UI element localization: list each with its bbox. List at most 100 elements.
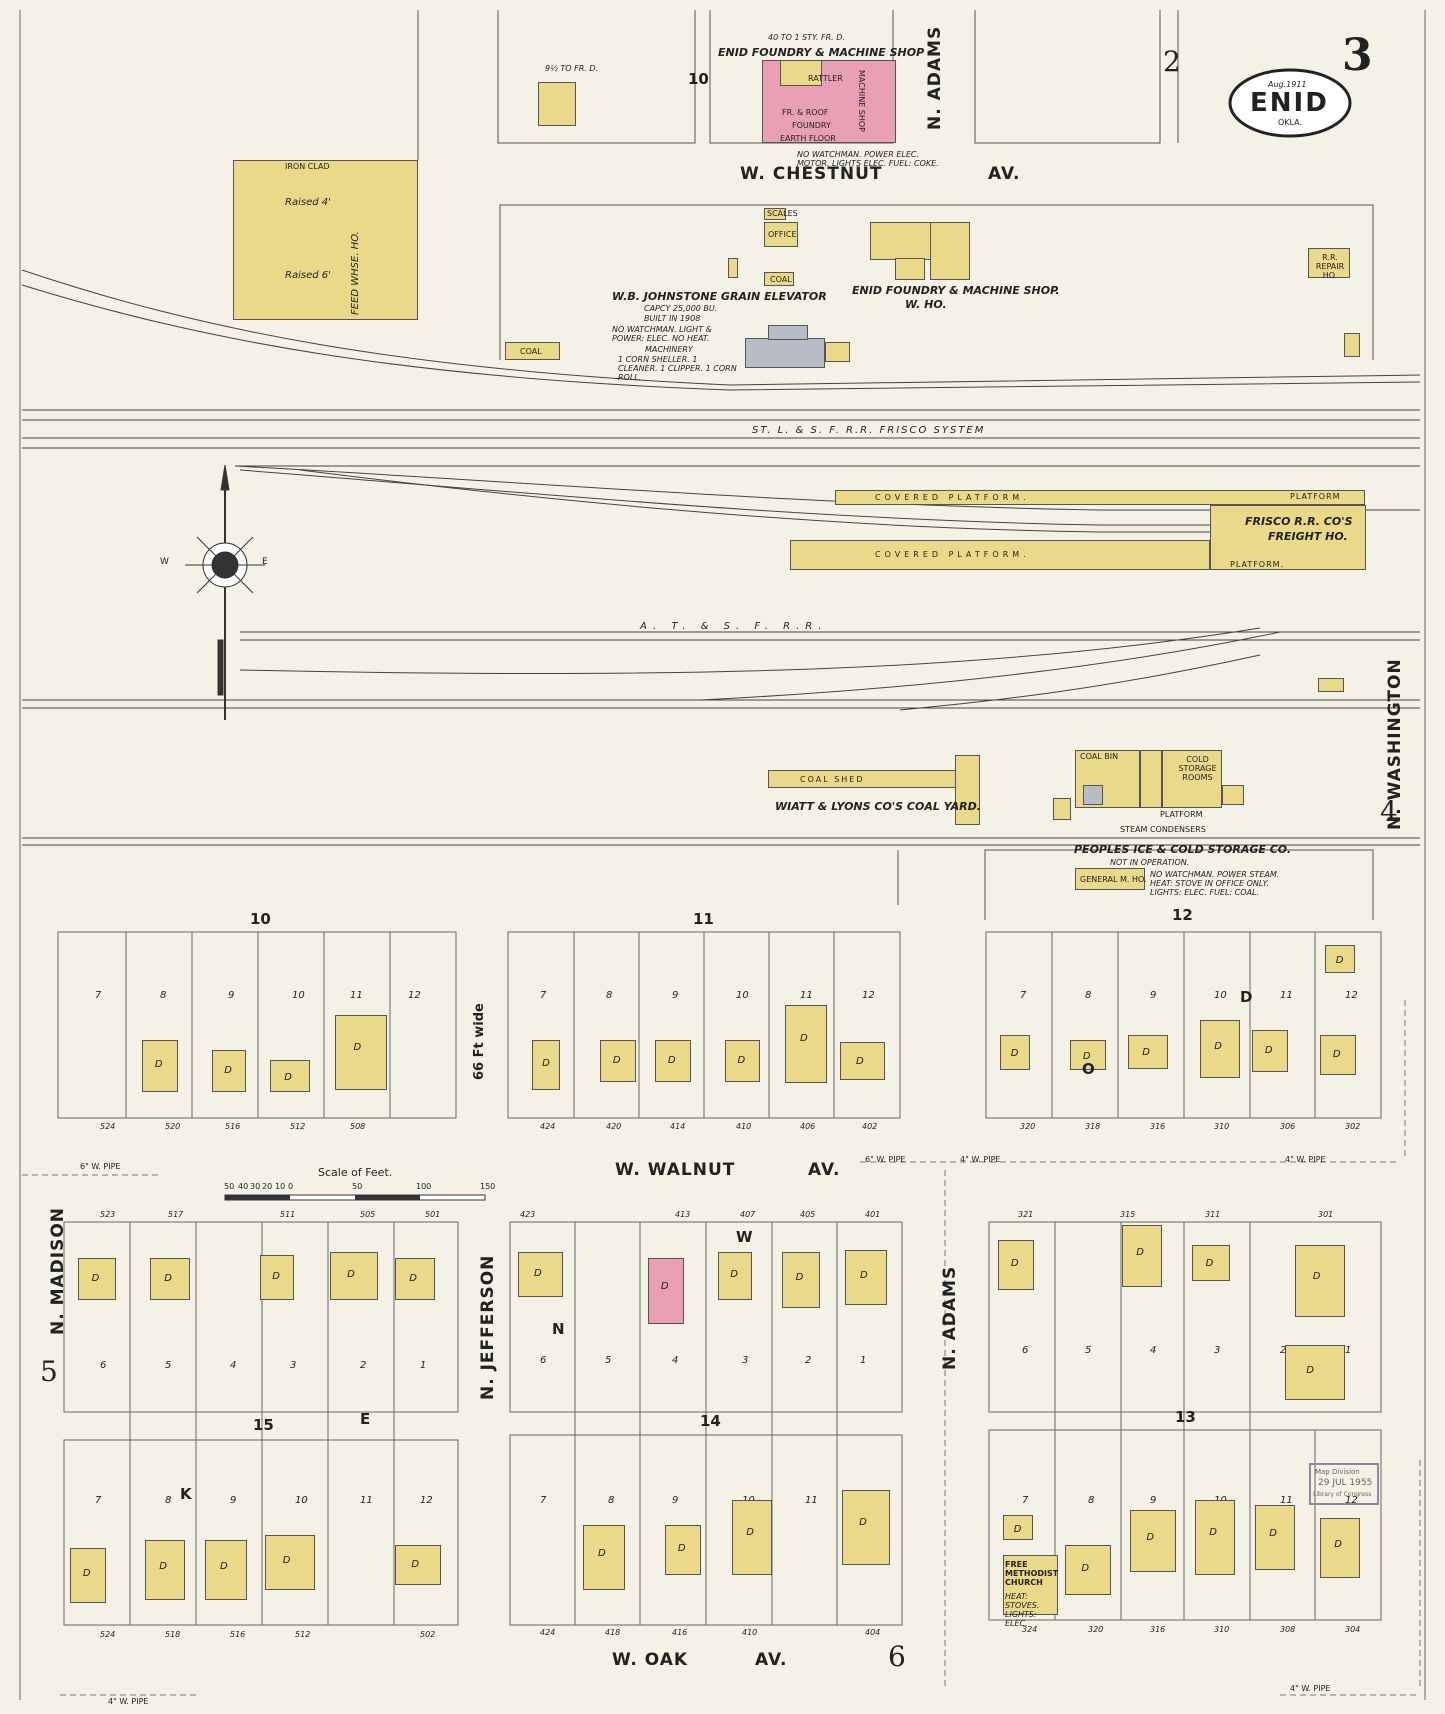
condensers-label: STEAM CONDENSERS [1120,825,1206,834]
dwelling: D [1195,1500,1235,1575]
lot-number: 1 [1345,1345,1352,1356]
dwelling-letter: D [224,1065,232,1076]
foundry-floor: EARTH FLOOR [780,134,836,143]
lot-number: 8 [165,1495,172,1506]
lot-number: 12 [862,990,875,1001]
dwelling-letter: D [82,1567,91,1579]
lot-number: 11 [805,1495,818,1506]
foundry-room: FOUNDRY [792,121,831,130]
foundry-warehouse-b [895,258,925,280]
address-number: 321 [1018,1210,1034,1219]
adjacent-sheet-bottom: 6 [888,1640,906,1673]
lot-number: 7 [540,1495,547,1506]
address-number: 516 [230,1630,246,1639]
dwelling-letter: D [411,1559,420,1571]
block-15-number: 15 [253,1416,274,1434]
address-number: 508 [350,1122,366,1131]
stamp-line2: 29 JUL 1955 [1318,1478,1373,1488]
walnut-pipe-east: 4" W. PIPE [1285,1155,1326,1164]
lot-number: 8 [160,990,167,1001]
compass-e: E [262,557,268,567]
lot-number: 4 [672,1355,679,1366]
scale-bar [224,1194,486,1201]
dwelling-letter: D [737,1055,746,1066]
dwelling-letter: D [800,1032,808,1044]
grain-elevator [745,338,825,368]
dwelling: D [142,1040,178,1092]
lot-number: 5 [1085,1345,1092,1356]
dwelling-letter: D [220,1561,228,1573]
dwelling-letter: D [347,1269,355,1281]
foundry-title: ENID FOUNDRY & MACHINE SHOP [718,46,925,59]
address-number: 524 [100,1122,116,1131]
lot-number: 11 [1280,1495,1293,1506]
dwelling-letter: D [159,1561,167,1573]
lot-number: 9 [672,1495,679,1506]
dwelling-top-ref: 9½ TO FR. D. [545,64,599,73]
lot-number: 3 [1214,1345,1221,1356]
scale-tick: 100 [416,1182,432,1191]
dwelling: D [1128,1035,1168,1069]
address-number: 308 [1280,1625,1296,1634]
address-number: 306 [1280,1122,1296,1131]
dwelling-letter: D [1269,1528,1277,1540]
dwelling-top [538,82,576,126]
ice-plant-storage [1162,750,1222,808]
dwelling: D [1192,1245,1230,1281]
lot-number: 4 [230,1360,237,1371]
dwelling-letter: D [284,1071,292,1083]
scales-label: SCALES [767,209,798,218]
lot-number: 9 [228,990,235,1001]
lot-number: 12 [408,990,421,1001]
ice-shed [1053,798,1071,820]
atsf-rr-label: A. T. & S. F. R.R. [640,621,828,632]
lot-number: 4 [1150,1345,1157,1356]
dwelling-letter: D [795,1271,804,1283]
scale-tick: 10 [275,1182,286,1191]
lot-number: 11 [800,990,813,1001]
dwelling-letter: D [1081,1562,1090,1574]
covered-platform-2 [790,540,1210,570]
address-number: 407 [740,1210,756,1219]
address-number: 311 [1205,1210,1221,1219]
dwelling: D [1070,1040,1106,1070]
washington-shed [1318,678,1344,692]
dwelling-letter: D [1264,1045,1273,1056]
foundry-warehouse-title: ENID FOUNDRY & MACHINE SHOP. [852,284,1060,297]
dwelling-letter: D [860,1269,868,1281]
ice-office [1222,785,1244,805]
rr-repair-label: R.R. REPAIR HO. [1315,253,1345,280]
block-12-number: 12 [1172,906,1193,924]
lot-number: 9 [672,990,679,1001]
dwelling: D [1000,1035,1030,1070]
dwelling: D [205,1540,247,1600]
dwelling: D [70,1548,106,1603]
scale-title: Scale of Feet. [318,1166,393,1179]
lot-number: 6 [1022,1345,1029,1356]
dwelling-letter: D [1209,1526,1217,1538]
marker-d: D [1240,988,1253,1006]
rr-repair-house [1308,248,1350,278]
dwelling: D [732,1500,772,1575]
scale-tick: 0 [288,1182,294,1191]
lot-number: 12 [1345,1495,1358,1506]
frisco-rr-label: ST. L. & S. F. R.R. FRISCO SYSTEM [752,425,986,436]
dwelling-letter: D [282,1554,291,1566]
rr-shed [1344,333,1360,357]
elevator-annex [825,342,850,362]
dwelling: D [1003,1515,1033,1540]
dwelling: D [1320,1518,1360,1578]
lot-number: 1 [420,1360,427,1371]
dwelling-letter: D [272,1271,280,1283]
address-number: 413 [675,1210,691,1219]
feed-warehouse [233,160,418,320]
church-label: FREE METHODIST CHURCH [1005,1560,1059,1587]
address-number: 310 [1214,1122,1230,1131]
marker-w: W [736,1228,753,1246]
address-number: 320 [1088,1625,1104,1634]
foundry-shed [780,60,822,86]
covered-platform-1-label: COVERED PLATFORM. [875,493,1030,502]
foundry-roof: FR. & ROOF [782,108,829,117]
lot-number: 10 [1214,990,1227,1001]
